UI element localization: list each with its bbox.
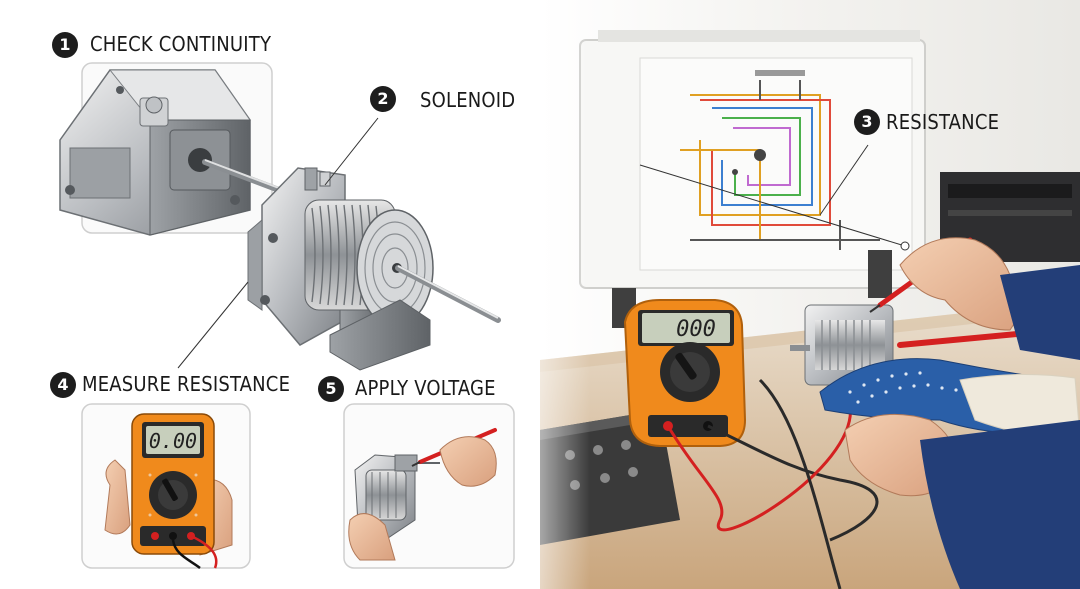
- step-4-label: MEASURE RESISTANCE: [82, 372, 291, 396]
- workbench-meter-display: 000: [676, 317, 716, 342]
- inset-apply-voltage: [343, 403, 515, 569]
- inset-measure-resistance: [81, 403, 251, 569]
- step-2-label: SOLENOID: [420, 88, 516, 112]
- step-5-label: APPLY VOLTAGE: [355, 376, 496, 400]
- workbench-multimeter: [623, 299, 747, 447]
- step-3-label: RESISTANCE: [886, 110, 1000, 134]
- step-3-badge: 3: [854, 109, 880, 135]
- solenoid-illustration: [59, 62, 910, 371]
- workbench-scene: [500, 0, 1080, 589]
- step-4-badge: 4: [50, 372, 76, 398]
- step-1-label: CHECK CONTINUITY: [90, 32, 272, 56]
- step-5-badge: 5: [318, 376, 344, 402]
- wiring-diagram-board: [579, 30, 926, 328]
- step-2-badge: 2: [370, 86, 396, 112]
- step-1-badge: 1: [52, 32, 78, 58]
- inset-meter-display: 0.00: [149, 429, 197, 453]
